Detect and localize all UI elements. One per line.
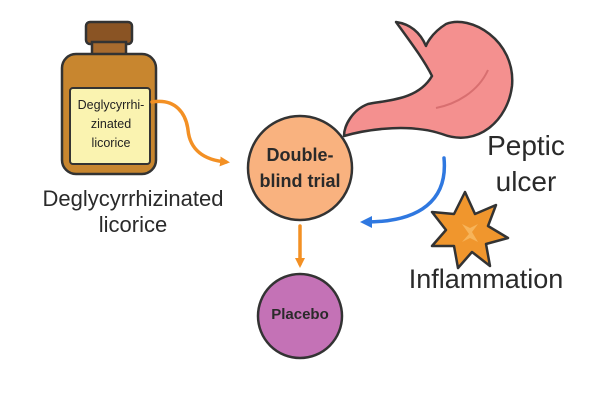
bottle-caption: Deglycyrrhizinated licorice	[42, 186, 224, 237]
inflammation-label: Inflammation	[408, 264, 564, 294]
arrow-bottle-to-trial	[150, 99, 230, 167]
placebo-label: Placebo	[271, 306, 329, 323]
stomach-icon	[342, 20, 514, 139]
arrow-ulcer-to-trial	[360, 156, 447, 228]
trial-circle	[246, 114, 354, 222]
licorice-bottle-icon	[60, 20, 158, 176]
bottle-cap	[84, 20, 134, 46]
inflammation-icon	[430, 190, 510, 270]
inflammation-core	[462, 224, 478, 242]
bottle-label-text: Deglycyrrhi- zinated licorice	[77, 98, 145, 150]
placebo-circle	[256, 272, 344, 360]
stomach-outline	[342, 20, 514, 139]
stomach-fold	[435, 69, 489, 109]
bottle-label-panel	[69, 87, 151, 165]
trial-label: Double- blind trial	[259, 145, 341, 191]
peptic-ulcer-label: Peptic ulcer	[487, 130, 565, 197]
